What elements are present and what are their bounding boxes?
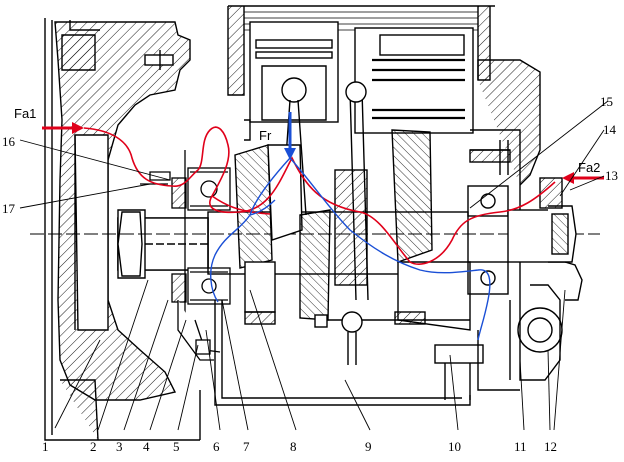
left-bearing	[140, 150, 231, 361]
part-label-14: 14	[603, 122, 617, 137]
left-shaft	[117, 209, 209, 279]
fa1-label: Fa1	[14, 106, 36, 121]
part-label-17: 17	[2, 201, 16, 216]
part-label-15: 15	[600, 94, 613, 109]
part-label-6: 6	[213, 439, 220, 454]
part-label-1: 1	[42, 439, 49, 454]
part-label-3: 3	[116, 439, 123, 454]
blue-arrow-icon	[284, 148, 296, 160]
part-label-7: 7	[243, 439, 250, 454]
part-label-9: 9	[365, 439, 372, 454]
crankcase	[199, 300, 520, 440]
part-label-16: 16	[2, 134, 16, 149]
part-label-2: 2	[90, 439, 97, 454]
part-label-12: 12	[544, 439, 557, 454]
leader-lines	[19, 100, 609, 431]
part-label-5: 5	[173, 439, 180, 454]
part-label-13: 13	[605, 168, 618, 183]
part-label-11: 11	[514, 439, 527, 454]
blue-load-path	[210, 157, 491, 341]
fa2-label: Fa2	[578, 160, 600, 175]
part-label-10: 10	[448, 439, 461, 454]
part-label-4: 4	[143, 439, 150, 454]
left-housing	[44, 18, 200, 441]
fr-label: Fr	[259, 128, 272, 143]
fa1-arrow	[42, 122, 84, 134]
red-load-path	[83, 126, 556, 265]
fr-arrow	[284, 112, 296, 160]
red-arrow-icon	[562, 172, 574, 184]
red-arrow-icon	[72, 122, 84, 134]
cylinder-block	[227, 5, 495, 301]
part-label-8: 8	[290, 439, 297, 454]
right-housing	[467, 59, 583, 381]
